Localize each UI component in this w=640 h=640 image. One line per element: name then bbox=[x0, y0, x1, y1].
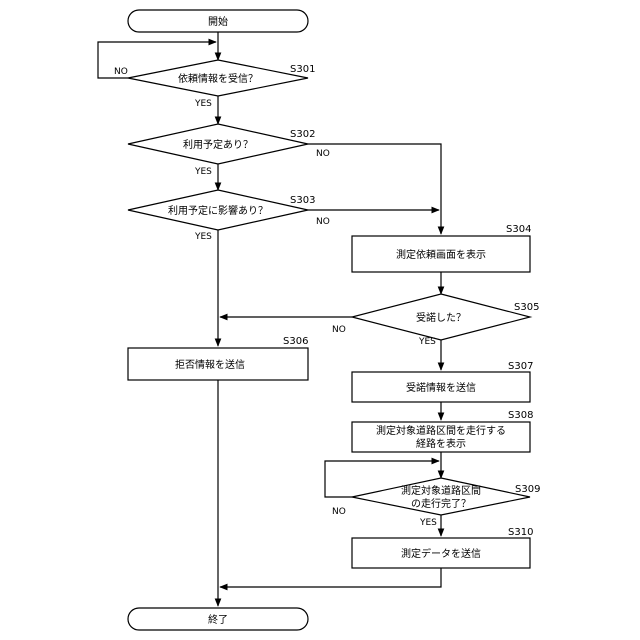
process-s310: 測定データを送信 S310 bbox=[352, 527, 533, 568]
decision-s301: 依頼情報を受信？ S301 bbox=[128, 60, 315, 96]
s306-step: S306 bbox=[283, 336, 308, 347]
start-terminal: 開始 bbox=[128, 10, 308, 32]
s310-text: 測定データを送信 bbox=[401, 547, 481, 560]
s307-step: S307 bbox=[508, 361, 533, 372]
decision-s302: 利用予定あり？ S302 bbox=[128, 124, 315, 164]
start-label: 開始 bbox=[208, 15, 228, 28]
s306-text: 拒否情報を送信 bbox=[175, 358, 245, 371]
process-s308: 測定対象道路区間を走行する 経路を表示 S308 bbox=[352, 410, 533, 452]
s310-step: S310 bbox=[508, 527, 533, 538]
s309-text-line2: の走行完了？ bbox=[411, 497, 471, 510]
s302-no-label: NO bbox=[316, 149, 330, 159]
s302-yes-label: YES bbox=[194, 167, 212, 177]
s301-text: 依頼情報を受信？ bbox=[178, 72, 258, 85]
s308-text-line1: 測定対象道路区間を走行する bbox=[376, 424, 506, 437]
process-s304: 測定依頼画面を表示 S304 bbox=[352, 224, 531, 272]
s308-step: S308 bbox=[508, 410, 533, 421]
s301-yes-label: YES bbox=[194, 99, 212, 109]
s303-yes-label: YES bbox=[194, 232, 212, 242]
s308-text-line2: 経路を表示 bbox=[416, 437, 466, 450]
s309-no-label: NO bbox=[332, 507, 346, 517]
s302-step: S302 bbox=[290, 129, 315, 140]
decision-s309: 測定対象道路区間 の走行完了？ S309 bbox=[352, 478, 540, 515]
s303-text: 利用予定に影響あり？ bbox=[168, 204, 268, 217]
s309-yes-label: YES bbox=[419, 518, 437, 528]
s303-step: S303 bbox=[290, 195, 315, 206]
s305-yes-label: YES bbox=[418, 337, 436, 347]
s309-step: S309 bbox=[515, 484, 540, 495]
edge-s310-merge bbox=[220, 568, 441, 587]
end-terminal: 終了 bbox=[128, 608, 308, 630]
s309-text-line1: 測定対象道路区間 bbox=[401, 484, 481, 497]
s307-text: 受諾情報を送信 bbox=[406, 381, 476, 394]
s304-step: S304 bbox=[506, 224, 531, 235]
s305-text: 受諾した？ bbox=[416, 311, 466, 324]
s304-text: 測定依頼画面を表示 bbox=[396, 248, 486, 261]
s301-step: S301 bbox=[290, 64, 315, 75]
s305-no-label: NO bbox=[332, 325, 346, 335]
decision-s303: 利用予定に影響あり？ S303 bbox=[128, 190, 315, 230]
s305-step: S305 bbox=[514, 302, 539, 313]
decision-s305: 受諾した？ S305 bbox=[352, 294, 539, 340]
s301-no-label: NO bbox=[114, 67, 128, 77]
end-label: 終了 bbox=[208, 613, 228, 626]
s303-no-label: NO bbox=[316, 217, 330, 227]
process-s307: 受諾情報を送信 S307 bbox=[352, 361, 533, 402]
s302-text: 利用予定あり？ bbox=[183, 138, 253, 151]
